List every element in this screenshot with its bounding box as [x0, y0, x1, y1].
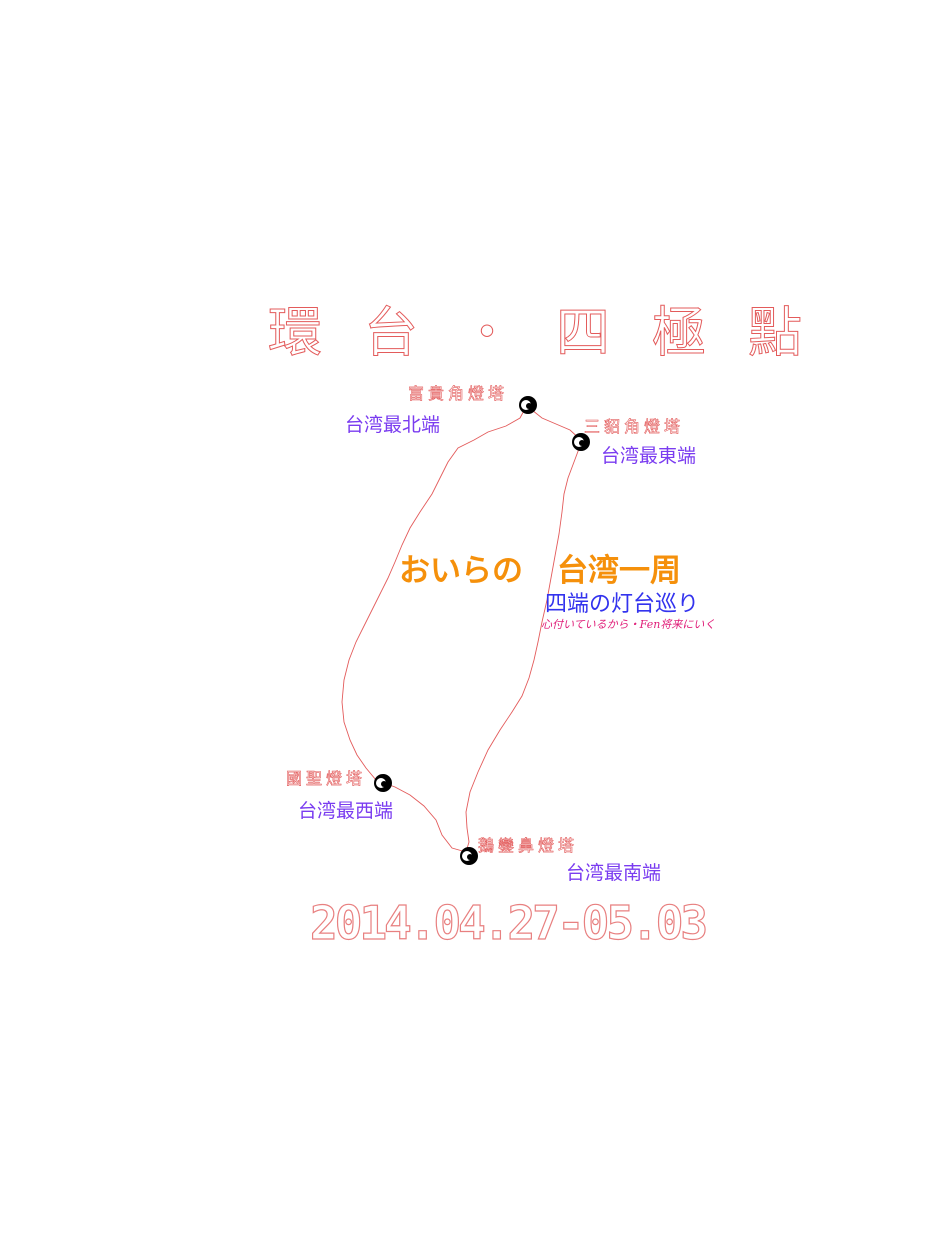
lighthouse-marker-east — [572, 433, 590, 451]
cape-label-south: 台湾最南端 — [566, 862, 662, 884]
lighthouse-name-west: 國聖燈塔 — [286, 769, 367, 789]
lighthouse-marker-north — [519, 396, 537, 414]
lighthouse-name-south: 鵝鑾鼻燈塔 — [478, 836, 579, 856]
headline-part1: おいらの — [399, 553, 523, 589]
cape-label-west: 台湾最西端 — [298, 800, 394, 822]
trip-date: 2014.04.27-05.03 — [309, 895, 708, 950]
lighthouse-marker-west — [374, 774, 392, 792]
lighthouse-marker-south — [460, 847, 478, 865]
lighthouse-name-east: 三貂角燈塔 — [584, 417, 685, 437]
note: 心付いているから・Fen将来にいく — [541, 618, 716, 631]
lighthouse-name-north: 富貴角燈塔 — [408, 384, 509, 404]
taiwan-outline — [341, 404, 583, 853]
subtitle: 四端の灯台巡り — [545, 592, 700, 617]
headline-part2: 台湾一周 — [557, 553, 681, 589]
cape-label-north: 台湾最北端 — [345, 414, 441, 436]
page-title: 環台・四極點 — [268, 301, 844, 365]
cape-label-east: 台湾最東端 — [601, 445, 697, 467]
